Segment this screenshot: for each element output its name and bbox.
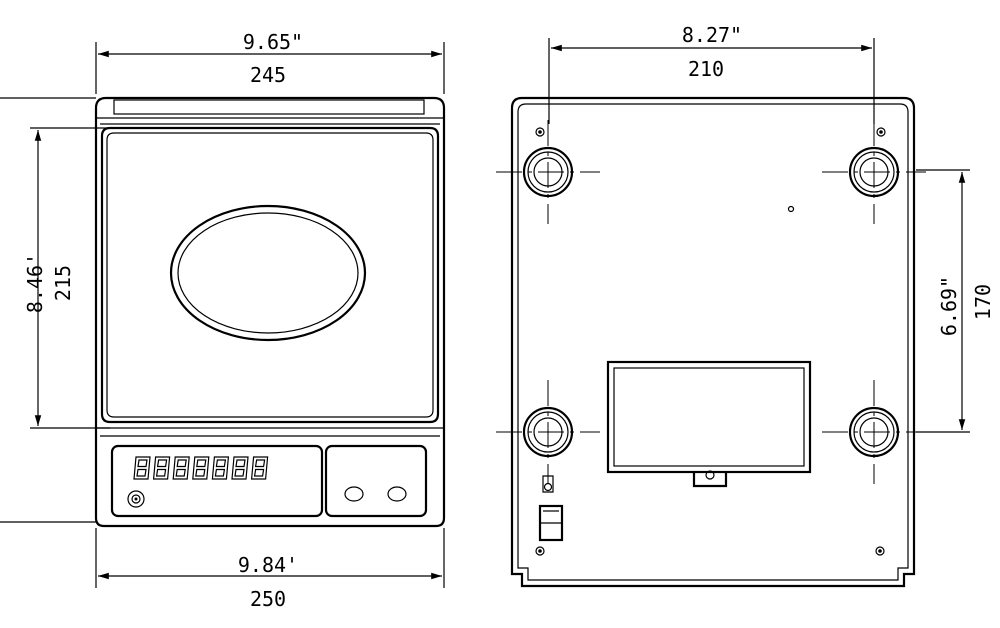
scale-body-outline bbox=[94, 96, 446, 528]
rear-lip bbox=[113, 99, 425, 115]
dim-base-depth-mm: 170 bbox=[971, 284, 995, 320]
connector-icon bbox=[542, 475, 554, 493]
button-panel bbox=[324, 444, 428, 518]
front-view: 9.65" 245 8.46' 215 9.84' 250 bbox=[0, 30, 446, 611]
segment-digit bbox=[133, 456, 151, 480]
segment-digit bbox=[192, 456, 210, 480]
pan-oval-outer bbox=[169, 204, 367, 342]
rubber-foot-icon bbox=[496, 380, 600, 484]
dim-left-height-mm: 215 bbox=[51, 265, 75, 301]
rubber-foot-icon bbox=[822, 380, 926, 484]
feet-group bbox=[496, 120, 926, 484]
weighing-pan bbox=[100, 126, 440, 424]
dim-left-height-in: 8.46' bbox=[23, 253, 47, 313]
display-panel bbox=[110, 444, 324, 518]
dim-top-width-mm: 245 bbox=[250, 63, 286, 87]
bottom-view: 8.27" 210 6.69" 170 bbox=[496, 23, 995, 588]
base-outline bbox=[510, 96, 916, 588]
dim-base-width-mm: 210 bbox=[688, 57, 724, 81]
round-button-icon bbox=[344, 486, 364, 502]
battery-compartment bbox=[606, 360, 812, 488]
power-switch-icon bbox=[538, 504, 564, 542]
rubber-foot-icon bbox=[496, 120, 600, 224]
rubber-foot-icon bbox=[822, 120, 926, 224]
pan-oval-inner bbox=[177, 212, 359, 334]
segment-digit bbox=[231, 456, 249, 480]
segment-digit bbox=[211, 456, 230, 480]
dim-bottom-width-mm: 250 bbox=[250, 587, 286, 611]
dim-bottom-width-in: 9.84' bbox=[238, 553, 298, 577]
segment-display bbox=[133, 456, 269, 480]
segment-digit bbox=[172, 456, 190, 480]
corner-screw-icons bbox=[535, 127, 886, 556]
dim-top-width-in: 9.65" bbox=[243, 30, 303, 54]
round-button-icon bbox=[387, 486, 407, 502]
front-buttons bbox=[344, 486, 407, 502]
level-bubble-icon bbox=[127, 490, 145, 508]
segment-digit bbox=[152, 456, 171, 480]
dim-base-depth-in: 6.69" bbox=[937, 276, 961, 336]
dim-base-width-in: 8.27" bbox=[682, 23, 742, 47]
segment-digit bbox=[250, 456, 269, 480]
